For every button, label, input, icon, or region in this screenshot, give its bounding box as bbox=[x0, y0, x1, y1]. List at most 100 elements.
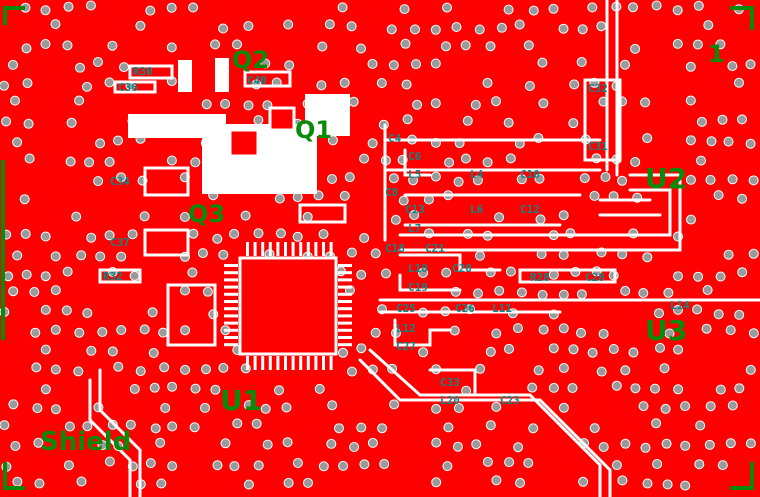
via bbox=[327, 174, 337, 184]
via bbox=[620, 365, 631, 376]
via bbox=[453, 403, 464, 413]
u1-pin bbox=[299, 356, 303, 370]
via bbox=[1, 116, 12, 127]
via bbox=[587, 2, 598, 13]
via bbox=[695, 420, 706, 431]
via bbox=[611, 380, 622, 391]
u1-ic-package[interactable] bbox=[224, 242, 352, 370]
via bbox=[524, 81, 535, 91]
via bbox=[496, 22, 507, 33]
u1-pin bbox=[224, 336, 238, 339]
via bbox=[513, 323, 523, 334]
ref-c23: C23 bbox=[500, 394, 520, 407]
via bbox=[578, 476, 589, 487]
via bbox=[260, 403, 271, 414]
via bbox=[344, 172, 355, 183]
via bbox=[159, 362, 170, 373]
via bbox=[135, 20, 146, 31]
ref-l4: L4 bbox=[470, 168, 484, 181]
u1-pin bbox=[306, 356, 310, 370]
u1-pin bbox=[338, 321, 352, 325]
via bbox=[86, 345, 97, 356]
via bbox=[620, 438, 631, 449]
via bbox=[367, 138, 378, 149]
via bbox=[93, 57, 103, 67]
u1-pin bbox=[224, 300, 238, 303]
via bbox=[715, 271, 726, 282]
via bbox=[187, 267, 198, 278]
via bbox=[8, 59, 18, 70]
ref-c8: C8 bbox=[385, 186, 398, 199]
u1-pin bbox=[224, 292, 238, 296]
label-shield: Shield bbox=[40, 427, 131, 457]
via bbox=[82, 308, 93, 319]
via bbox=[24, 153, 35, 164]
ref-c12: C12 bbox=[520, 203, 540, 216]
via bbox=[12, 476, 23, 487]
via bbox=[50, 364, 61, 375]
via bbox=[723, 136, 734, 147]
via bbox=[723, 249, 734, 260]
via bbox=[139, 324, 150, 335]
ref-c31: C31 bbox=[588, 140, 608, 153]
via bbox=[692, 304, 703, 315]
via bbox=[73, 366, 84, 377]
via bbox=[402, 114, 413, 125]
via bbox=[598, 328, 609, 339]
via bbox=[377, 423, 388, 434]
via bbox=[116, 251, 127, 262]
ref-l10: L10 bbox=[408, 262, 428, 275]
label-u2: U2 bbox=[645, 162, 687, 195]
ref-l12: L12 bbox=[396, 322, 416, 335]
via bbox=[596, 21, 607, 32]
via bbox=[84, 157, 95, 168]
ref-l7: L7 bbox=[408, 222, 421, 235]
via bbox=[74, 95, 85, 106]
u1-pin bbox=[284, 356, 287, 370]
via bbox=[650, 383, 660, 394]
via bbox=[587, 347, 598, 358]
via bbox=[399, 4, 410, 15]
via bbox=[701, 323, 712, 334]
via bbox=[346, 21, 357, 32]
via bbox=[734, 383, 745, 394]
via bbox=[251, 418, 262, 429]
via bbox=[220, 98, 231, 109]
via bbox=[482, 77, 493, 88]
via bbox=[462, 115, 473, 126]
via bbox=[240, 210, 251, 221]
via bbox=[388, 173, 399, 184]
via bbox=[243, 21, 254, 31]
via bbox=[642, 252, 653, 263]
via bbox=[715, 39, 726, 50]
via bbox=[347, 366, 357, 377]
via bbox=[107, 346, 118, 357]
trace-layer bbox=[88, 0, 760, 497]
via bbox=[472, 175, 483, 186]
label-q2: Q2 bbox=[232, 46, 269, 74]
u1-pin bbox=[224, 285, 238, 289]
via bbox=[576, 289, 587, 300]
via bbox=[638, 288, 649, 298]
u1-pin bbox=[261, 356, 265, 370]
via bbox=[253, 460, 264, 471]
via bbox=[449, 325, 460, 336]
via bbox=[617, 475, 628, 486]
via bbox=[179, 212, 190, 222]
via bbox=[82, 81, 92, 92]
via bbox=[537, 57, 548, 68]
via bbox=[326, 438, 337, 449]
via bbox=[704, 439, 715, 450]
via bbox=[401, 79, 412, 90]
via bbox=[567, 383, 578, 393]
via bbox=[596, 366, 607, 377]
via bbox=[527, 382, 538, 393]
via bbox=[262, 439, 273, 450]
via bbox=[76, 250, 87, 261]
ref-l5: L5 bbox=[408, 168, 421, 181]
via bbox=[748, 248, 759, 259]
via bbox=[685, 61, 696, 72]
via bbox=[537, 289, 548, 300]
